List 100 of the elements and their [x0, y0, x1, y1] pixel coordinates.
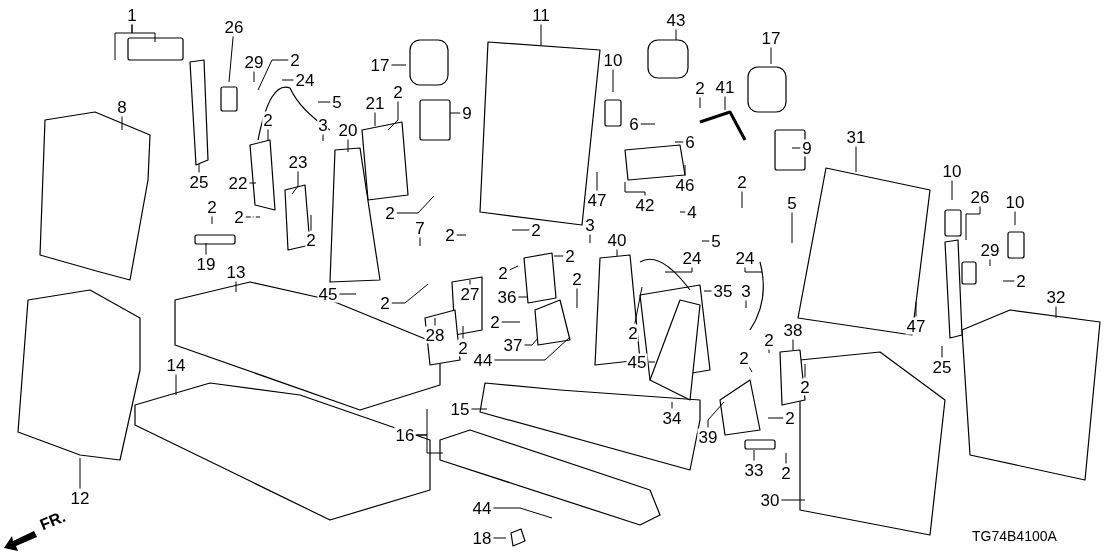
- leader-line: [634, 286, 643, 324]
- leader-line: [517, 296, 529, 298]
- callout-number: 2: [392, 83, 404, 101]
- callout-number: 2: [627, 324, 639, 342]
- leader-line: [724, 96, 726, 111]
- callout-number: 29: [243, 53, 265, 71]
- leader-line: [792, 339, 794, 351]
- callout-number: 3: [317, 116, 329, 134]
- callout-number: 35: [712, 282, 734, 300]
- callout-number: 41: [714, 78, 736, 96]
- leader-line: [492, 507, 553, 519]
- callout-number: 5: [786, 194, 798, 212]
- callout-number: 13: [225, 263, 247, 281]
- callout-number: 9: [801, 139, 813, 157]
- leader-line: [267, 129, 269, 142]
- leader-line: [198, 163, 200, 173]
- callout-number: 22: [227, 174, 249, 192]
- leader-line: [703, 290, 713, 292]
- leader-line: [317, 101, 331, 103]
- leader-line: [701, 240, 710, 242]
- leader-line: [753, 449, 755, 461]
- callout-number: 4: [686, 203, 698, 221]
- callout-number: 15: [449, 400, 471, 418]
- leader-line: [640, 123, 656, 125]
- callout-number: 2: [262, 111, 274, 129]
- callout-number: 5: [331, 93, 343, 111]
- callout-number: 46: [674, 176, 696, 194]
- leader-line: [624, 181, 646, 196]
- callout-number: 2: [694, 79, 706, 97]
- leader-line: [684, 164, 686, 176]
- leader-line: [664, 267, 693, 273]
- leader-line: [741, 191, 743, 209]
- callout-number: 24: [294, 71, 316, 89]
- callout-number: 24: [734, 249, 756, 267]
- leader-line: [462, 325, 464, 339]
- callout-number: 2: [784, 409, 796, 427]
- callout-number: 21: [364, 94, 386, 112]
- leader-line: [245, 216, 261, 218]
- callout-number: 6: [628, 115, 640, 133]
- leader-line: [951, 180, 953, 201]
- callout-number: 2: [457, 339, 469, 357]
- leader-line: [785, 452, 787, 464]
- leader-line: [338, 293, 357, 295]
- leader-line: [131, 24, 156, 43]
- callout-number: 39: [697, 428, 719, 446]
- leader-line: [322, 134, 324, 142]
- callout-number: 2: [763, 331, 775, 349]
- callout-number: 2: [384, 204, 396, 222]
- leader-line: [745, 300, 747, 309]
- callout-number: 38: [782, 321, 804, 339]
- leader-line: [175, 374, 177, 396]
- callout-number: 2: [289, 51, 301, 69]
- callout-number: 8: [116, 98, 128, 116]
- leader-line: [211, 216, 213, 225]
- leader-line: [780, 499, 806, 501]
- leader-line: [374, 112, 376, 127]
- leader-line: [553, 255, 564, 257]
- leader-line: [671, 401, 673, 409]
- leader-line: [291, 171, 299, 195]
- leader-line: [941, 345, 943, 358]
- callout-number: 10: [941, 162, 963, 180]
- callout-number: 45: [317, 285, 339, 303]
- callout-number: 2: [489, 313, 501, 331]
- leader-line: [509, 265, 519, 271]
- callout-number: 2: [379, 294, 391, 312]
- callout-number: 47: [586, 191, 608, 209]
- callout-number: 44: [472, 351, 494, 369]
- callout-number: 23: [287, 153, 309, 171]
- leader-line: [470, 408, 488, 410]
- callout-number: 16: [394, 426, 416, 444]
- leader-line: [121, 116, 123, 131]
- callout-number: 26: [969, 188, 991, 206]
- callout-number: 45: [626, 353, 648, 371]
- callout-number: 9: [461, 104, 473, 122]
- leader-line: [1002, 280, 1015, 282]
- leader-line: [855, 146, 857, 173]
- callout-number: 2: [799, 378, 811, 396]
- callout-number: 20: [337, 121, 359, 139]
- leader-line: [391, 283, 429, 304]
- leader-line: [612, 69, 614, 93]
- leader-line: [387, 101, 399, 131]
- callout-number: 17: [760, 29, 782, 47]
- callout-number: 37: [502, 336, 524, 354]
- leader-line: [1014, 211, 1016, 226]
- callout-number: 2: [738, 349, 750, 367]
- callout-number: 2: [497, 264, 509, 282]
- callout-number: 2: [305, 231, 317, 249]
- callout-number: 3: [584, 216, 596, 234]
- callout-number: 5: [710, 232, 722, 250]
- leader-line: [707, 401, 725, 428]
- callout-number: 40: [606, 231, 628, 249]
- leader-line: [989, 259, 991, 267]
- leader-line: [744, 267, 763, 273]
- leader-line: [770, 47, 772, 65]
- leader-line: [767, 417, 784, 419]
- leader-line: [540, 24, 542, 46]
- callout-number: 31: [845, 128, 867, 146]
- callout-number: 30: [759, 491, 781, 509]
- callout-number: 2: [571, 270, 583, 288]
- callout-number: 12: [69, 489, 91, 507]
